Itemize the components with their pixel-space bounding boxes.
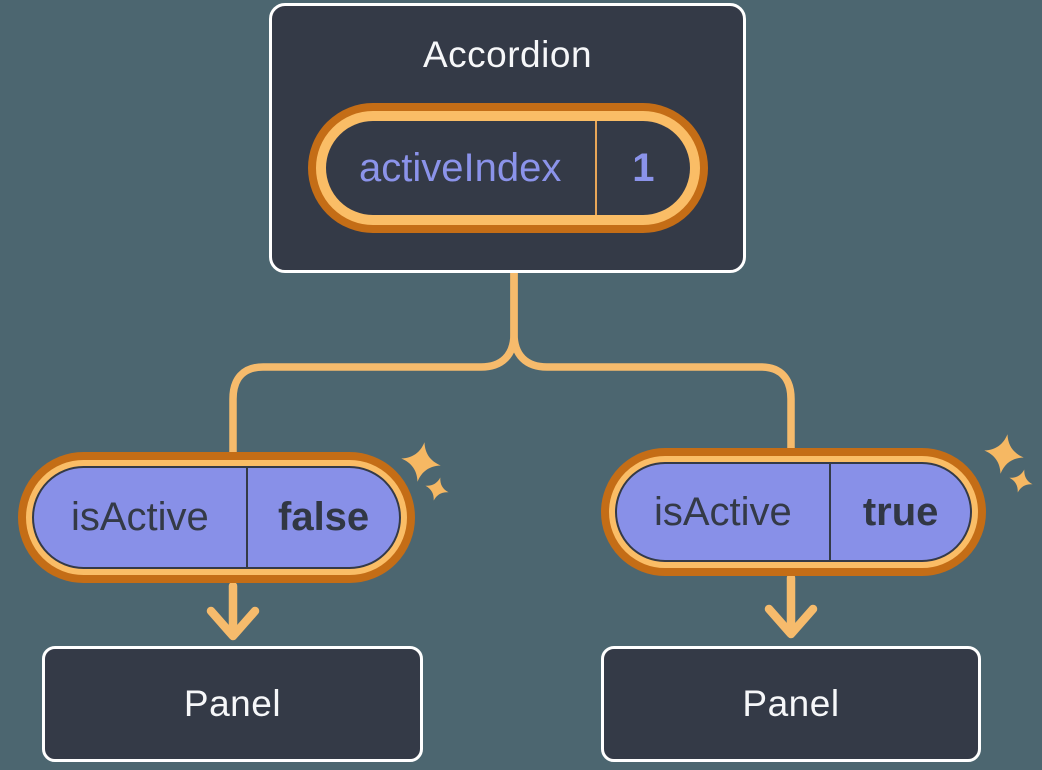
sparkles-icon: [401, 442, 449, 501]
pill-divider: [245, 468, 249, 567]
panel-title: Panel: [183, 683, 282, 724]
prop-pill-label: isActive: [653, 489, 792, 534]
prop-pill-value: false: [278, 495, 370, 539]
arrow-down-icon: [206, 581, 260, 641]
tree-connector-lines: [229, 272, 795, 454]
state-pill: activeIndex 1: [307, 103, 708, 233]
arrow-down-icon: [764, 573, 818, 639]
prop-pill-body: isActive false: [32, 466, 401, 569]
prop-pill-value: true: [862, 489, 939, 534]
sparkles-icon: [984, 434, 1033, 493]
state-pill-body: activeIndex 1: [325, 121, 690, 215]
connector-right-branch: [510, 272, 795, 450]
accordion-card: Accordion activeIndex 1: [269, 3, 746, 273]
state-pill-ring: activeIndex 1: [307, 103, 708, 233]
prop-pill-ring: isActive false: [18, 452, 415, 583]
prop-pill-left: isActive false: [18, 452, 415, 583]
prop-pill-label: isActive: [70, 495, 209, 539]
prop-pill-body: isActive true: [615, 462, 972, 562]
state-pill-value: 1: [632, 145, 655, 190]
connector-left-branch: [229, 272, 518, 454]
pill-divider: [594, 121, 598, 215]
state-pill-label: activeIndex: [359, 145, 562, 190]
pill-divider: [828, 464, 832, 560]
panel-card-left: Panel: [42, 646, 423, 762]
panel-card-right: Panel: [601, 646, 981, 762]
prop-pill-right: isActive true: [601, 448, 986, 576]
accordion-title: Accordion: [422, 33, 593, 75]
panel-title: Panel: [742, 683, 840, 724]
prop-pill-ring: isActive true: [601, 448, 986, 576]
